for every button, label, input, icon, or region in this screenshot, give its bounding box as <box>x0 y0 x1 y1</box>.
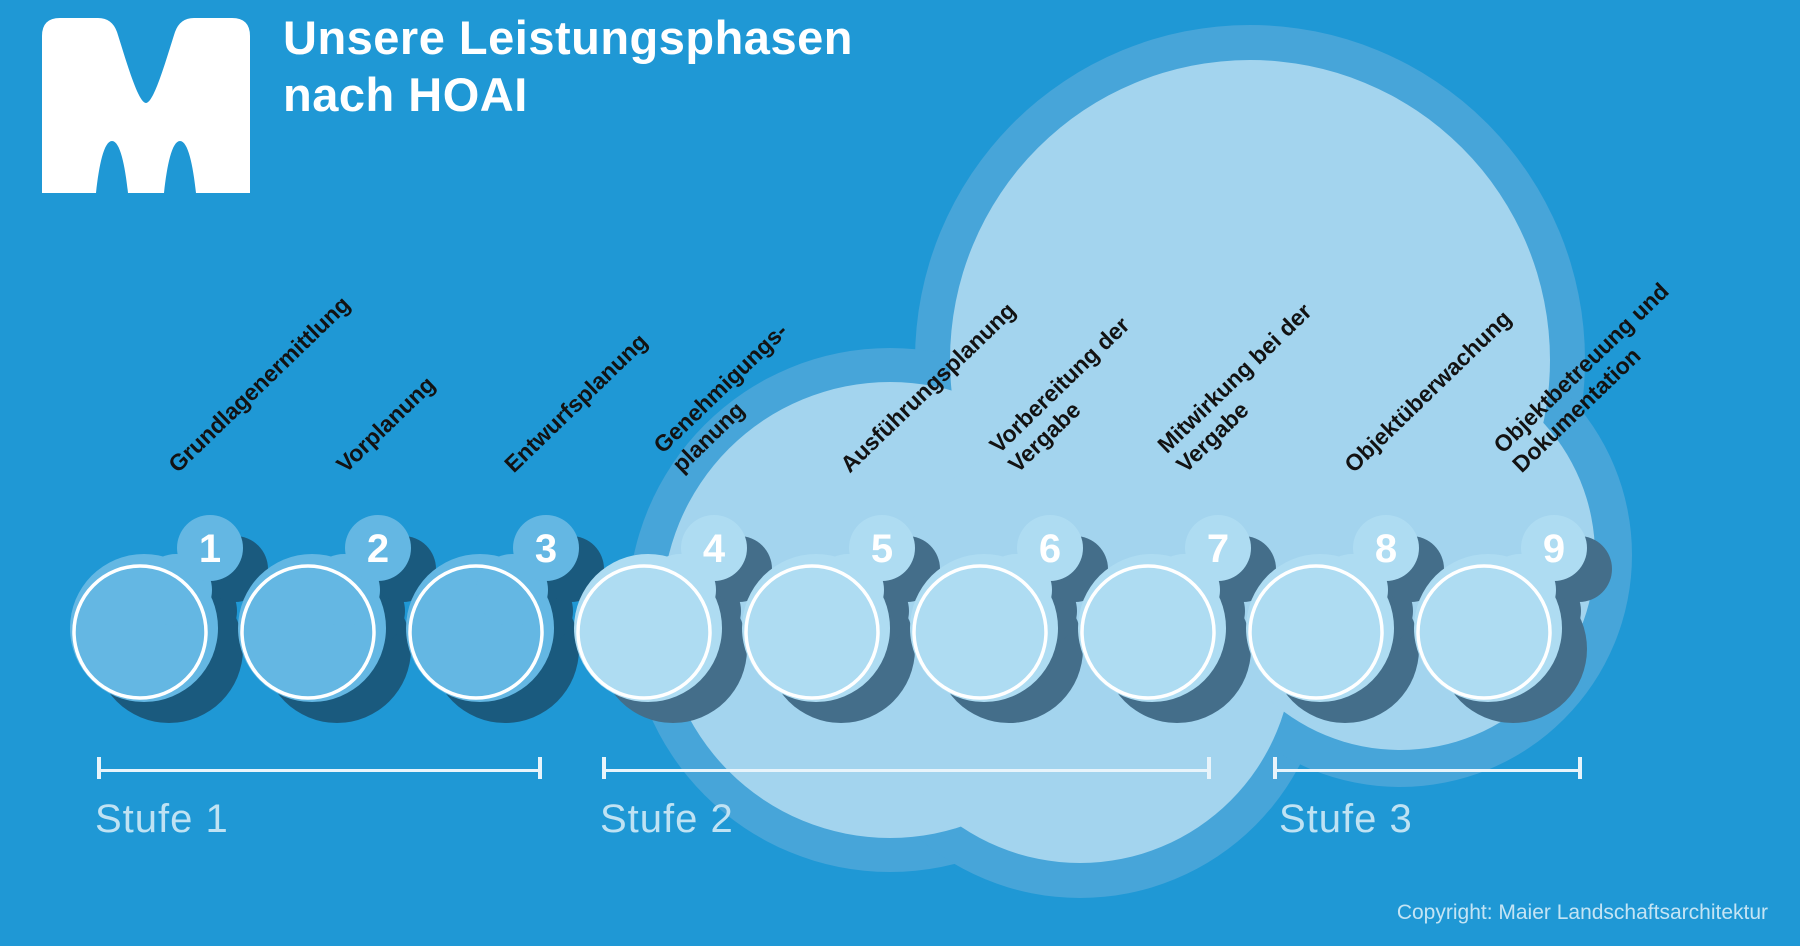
stage-label-3: Stufe 3 <box>1279 797 1413 841</box>
phase-number: 9 <box>1543 527 1565 571</box>
phase-marker-6: 6 <box>864 440 1114 780</box>
stage-bracket-3 <box>1273 757 1582 779</box>
stage-label-2: Stufe 2 <box>600 797 734 841</box>
phase-number: 2 <box>367 527 389 571</box>
phase-marker-3: 3 <box>360 440 610 780</box>
phase-marker-2: 2 <box>192 440 442 780</box>
marker-blob <box>70 515 243 702</box>
phase-marker-4: 4 <box>528 440 778 780</box>
phase-marker-8: 8 <box>1200 440 1450 780</box>
maier-m-logo <box>42 18 250 193</box>
icon-ring <box>72 564 208 700</box>
phase-number: 8 <box>1375 527 1397 571</box>
phase-number: 3 <box>535 527 557 571</box>
phase-marker-1: 1 <box>24 440 274 780</box>
stage-label-1: Stufe 1 <box>95 797 229 841</box>
phase-marker-9: 9 <box>1368 440 1618 780</box>
page-title: Unsere Leistungsphasen nach HOAI <box>283 11 853 121</box>
phase-number: 1 <box>199 527 221 571</box>
phase-number: 7 <box>1207 527 1229 571</box>
phase-marker-7: 7 <box>1032 440 1282 780</box>
stage-bracket-2 <box>602 757 1211 779</box>
phase-number: 6 <box>1039 527 1061 571</box>
stage-bracket-1 <box>97 757 542 779</box>
copyright-text: Copyright: Maier Landschaftsarchitektur <box>1396 901 1768 924</box>
phase-number: 5 <box>871 527 893 571</box>
phase-number: 4 <box>703 527 726 571</box>
